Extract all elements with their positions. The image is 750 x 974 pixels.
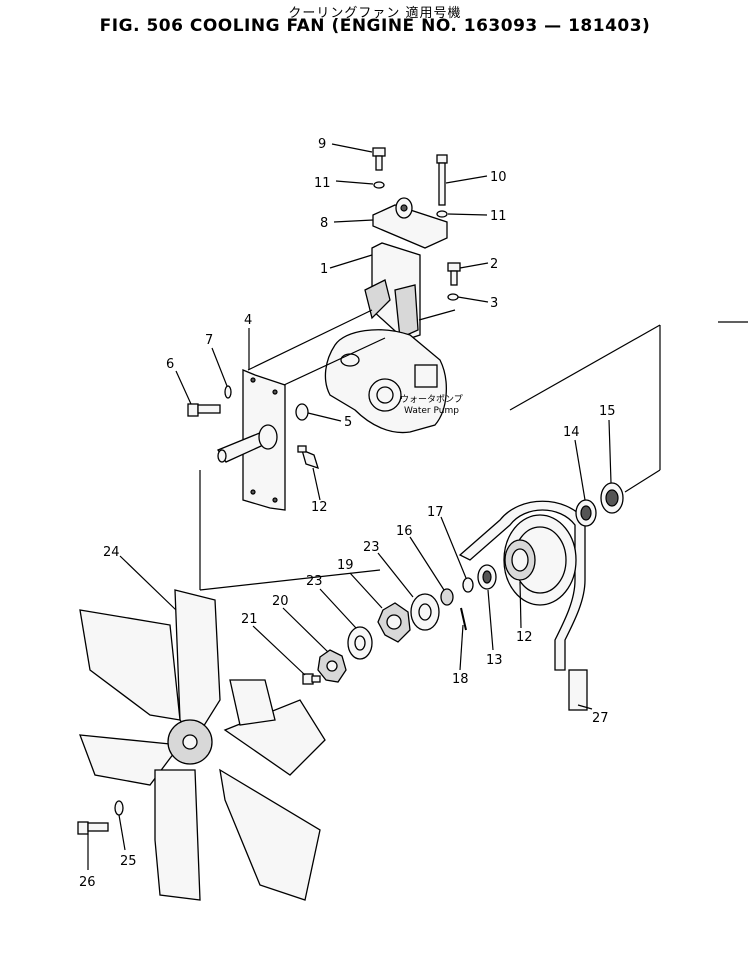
- callout-4: 4: [244, 313, 252, 328]
- figure-subtitle: クーリングファン 適用号機: [288, 6, 462, 21]
- callout-13: 12: [516, 630, 533, 645]
- bolt-part-22: [302, 673, 321, 685]
- washer-part-7: [224, 385, 232, 399]
- hub-part-21: [317, 649, 347, 683]
- callout-10: 10: [490, 170, 507, 185]
- callout-24: 24: [103, 545, 120, 560]
- callout-15: 14: [563, 425, 580, 440]
- bolt-part-10: [436, 154, 448, 206]
- hub-part-20: [377, 602, 411, 643]
- callout-23-upper: 23: [363, 540, 380, 555]
- bolt-part-6: [187, 403, 221, 417]
- callout-11-left: 11: [314, 176, 331, 191]
- callout-5: 5: [344, 415, 352, 430]
- spacer-part-23a: [410, 593, 440, 631]
- callout-25: 26: [79, 875, 96, 890]
- bearing-part-14: [477, 564, 497, 590]
- bolt-part-2: [447, 262, 461, 286]
- callout-1: 1: [320, 262, 328, 277]
- figure-title: FIG. 506 COOLING FAN (ENGINE NO. 163093 …: [99, 16, 651, 36]
- washer-part-18: [462, 577, 474, 593]
- fitting-part-12: [297, 445, 319, 470]
- bracket-part-1: [364, 242, 421, 341]
- cotter-pin-part-19: [460, 607, 467, 631]
- water-pump-label-jp: ウォータポンプ: [400, 394, 463, 405]
- bolt-part-9: [372, 147, 386, 171]
- seal-part-16: [600, 482, 624, 514]
- callout-9: 9: [318, 137, 326, 152]
- callout-14: 13: [486, 653, 503, 668]
- spindle-shaft: [217, 424, 278, 463]
- bearing-part-15: [575, 499, 597, 527]
- plate-part-8: [372, 197, 448, 249]
- plug-part-5: [295, 403, 309, 421]
- washer-part-11a: [373, 181, 385, 189]
- callout-22: 21: [241, 612, 258, 627]
- washer-part-3: [447, 293, 459, 301]
- callout-2: 2: [490, 257, 498, 272]
- callout-20: 19: [337, 558, 354, 573]
- callout-16: 15: [599, 404, 616, 419]
- fan-part-24: [79, 589, 326, 901]
- pulley-part-13: [503, 514, 577, 606]
- callout-17: 16: [396, 524, 413, 539]
- callout-19: 18: [452, 672, 469, 687]
- callout-21: 20: [272, 594, 289, 609]
- bolt-part-25: [77, 821, 109, 835]
- callout-8: 8: [320, 216, 328, 231]
- callout-3: 3: [490, 296, 498, 311]
- v-belt-part-27: [458, 500, 588, 711]
- callout-23-lower: 23: [306, 574, 323, 589]
- washer-part-26: [114, 800, 124, 816]
- callout-6: 6: [166, 357, 174, 372]
- washer-part-11b: [436, 210, 448, 218]
- callout-7: 7: [205, 333, 213, 348]
- spacer-part-23b: [347, 626, 373, 660]
- callout-12: 12: [311, 500, 328, 515]
- callout-18: 17: [427, 505, 444, 520]
- callout-26: 25: [120, 854, 137, 869]
- water-pump-label-en: Water Pump: [404, 406, 459, 416]
- water-pump-housing: [324, 329, 447, 434]
- nut-part-17: [440, 588, 454, 606]
- callout-27: 27: [592, 711, 609, 726]
- callout-11-right: 11: [490, 209, 507, 224]
